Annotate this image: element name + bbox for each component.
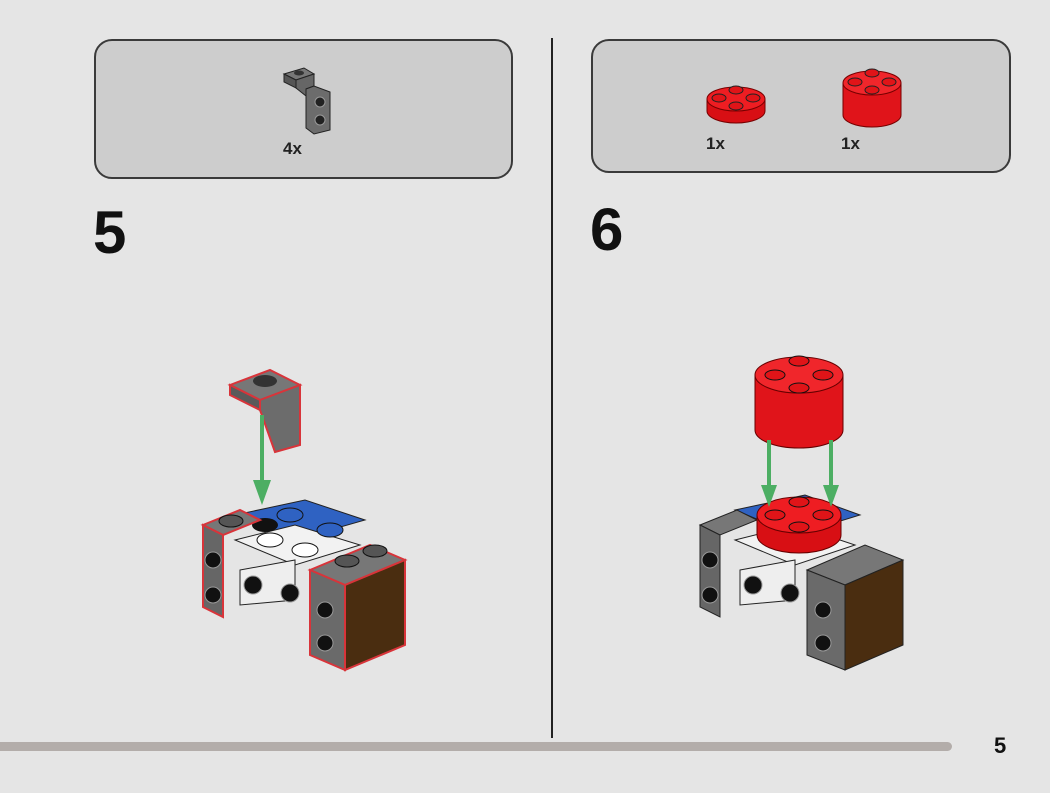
step-6-model-illustration [698,355,905,671]
step-number: 5 [93,199,127,266]
round-plate-part-icon [706,85,766,124]
step-divider [551,38,553,738]
step-5-model-illustration [200,368,408,672]
part-quantity: 1x [841,134,860,153]
step-6-parts-box: 1x 1x [591,39,1011,173]
bracket-part-icon [282,67,331,135]
round-brick-part-icon [842,68,902,128]
step-number: 6 [590,196,624,263]
page-progress-bar [0,742,952,751]
part-quantity: 4x [283,139,302,158]
part-quantity: 1x [706,134,725,153]
page-number: 5 [994,733,1007,758]
step-5-parts-box: 4x [94,39,513,179]
